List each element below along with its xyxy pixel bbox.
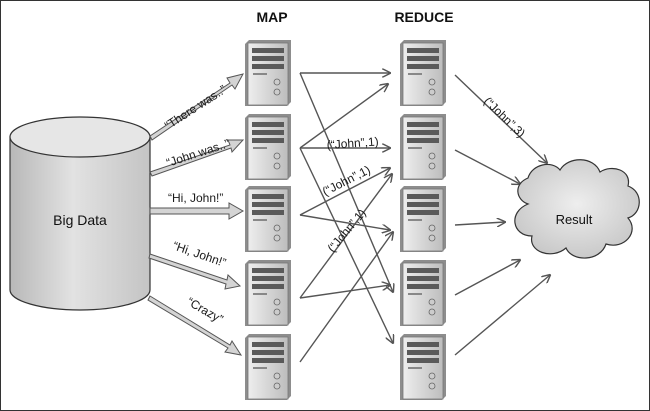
map-server-icon-5 [244, 333, 292, 401]
reduce-header: REDUCE [394, 9, 453, 25]
shuffle-arrows [299, 73, 393, 363]
reduced-pair-label: (“John”,3) [481, 94, 528, 140]
reduce-server-icon-3 [399, 185, 447, 253]
map-header: MAP [256, 9, 287, 25]
reduce-server-icon-4 [399, 259, 447, 327]
result-arrows [454, 74, 550, 356]
input-arrow-2 [149, 139, 245, 177]
input-arrow-4 [148, 253, 242, 290]
reduce-server-icon-1 [399, 39, 447, 107]
input-label-1: “There was..” [162, 82, 229, 132]
input-arrow-1 [149, 73, 244, 141]
big-data-label: Big Data [53, 212, 107, 228]
map-server-icon-2 [244, 113, 292, 181]
input-arrow-3 [149, 202, 245, 220]
map-server-icon-1 [244, 39, 292, 107]
pair-label-1: (“John”,1) [326, 134, 379, 152]
map-server-icons [244, 39, 292, 401]
result-cloud-icon [514, 159, 640, 259]
input-arrows [147, 73, 245, 356]
input-arrow-5 [147, 295, 243, 356]
map-server-icon-4 [244, 259, 292, 327]
map-server-icon-3 [244, 185, 292, 253]
reduce-server-icons [399, 39, 447, 401]
input-label-2: “John was..” [165, 136, 231, 170]
reduce-server-icon-2 [399, 113, 447, 181]
reduce-server-icon-5 [399, 333, 447, 401]
input-label-3: “Hi, John!” [168, 191, 223, 205]
big-data-database-cylinder-icon [9, 116, 151, 311]
result-label: Result [556, 212, 593, 227]
